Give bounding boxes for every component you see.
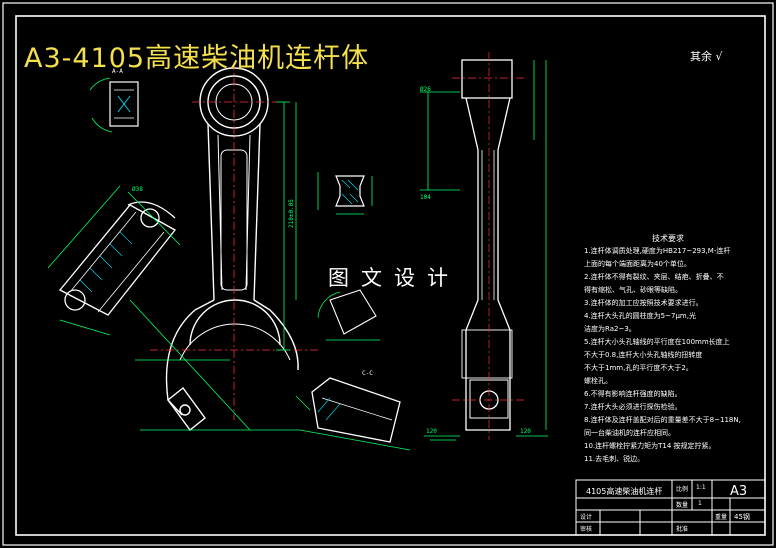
watermark-text: 图文设计 [328, 266, 460, 290]
dim-main-length: 210±0.05 [288, 199, 295, 228]
side-centerlines [452, 52, 526, 440]
i-section-view [335, 175, 365, 207]
tech-requirement-line: 7.连杆大头必须进行探伤检验。 [584, 403, 682, 411]
tech-requirement-line: 同一台柴油机的连杆应相同。 [584, 429, 675, 437]
dim-bottom-right: 120 [520, 428, 531, 435]
fragment-view [329, 289, 377, 335]
tech-requirement-line: 得有缩松、气孔、砂眼等缺陷。 [584, 286, 682, 294]
section-c-hatch [317, 397, 341, 421]
tech-requirement-line: 不大于0.8,连杆大小头孔轴线的扭转度 [584, 351, 703, 359]
tech-requirement-line: 10.连杆螺栓拧紧力矩为T14 按规定拧紧。 [584, 442, 716, 450]
tech-requirements-heading: 技术要求 [652, 234, 684, 243]
tech-requirement-line: 5.连杆大小头孔轴线的平行度在100mm长度上 [584, 338, 730, 346]
i-section-hatch [341, 179, 359, 205]
title-block-drawn-label: 设计 [580, 514, 593, 521]
section-c-view [311, 377, 401, 443]
title-block-scale-label: 比例 [676, 486, 689, 493]
title-block-material: 45钢 [734, 513, 750, 521]
inclined-hatch [79, 231, 133, 293]
tech-requirements-lines: 1.连杆体调质处理,硬度为HB217~293,M-连杆 上面的每个端面距离为40… [584, 245, 772, 466]
section-a-dims [89, 77, 113, 133]
title-block-sheet-size: A3 [730, 484, 748, 499]
dim-bottom-left: 120 [426, 428, 437, 435]
section-c-dims [295, 395, 411, 451]
tech-requirement-line: 6.不得有影响连杆强度的缺陷。 [584, 390, 682, 398]
dim-side-bottom: 104 [420, 194, 431, 201]
tech-requirement-line: 洁度为Ra2~3。 [584, 325, 636, 333]
inclined-view [58, 201, 176, 316]
title-block-part-name: 4105高速柴油机连杆 [586, 487, 663, 496]
dim-top-view-width: Ø38 [132, 186, 143, 193]
section-a-view [109, 81, 139, 127]
tech-requirement-line: 2.连杆体不得有裂纹、夹层、结疤、折叠、不 [584, 273, 724, 281]
tech-requirement-line: 1.连杆体调质处理,硬度为HB217~293,M-连杆 [584, 247, 731, 255]
view-label-section-a: A-A [112, 68, 123, 75]
main-dimensions [129, 101, 300, 431]
title-block-frame [575, 479, 766, 536]
title-block-qty-label: 数量 [676, 502, 689, 509]
tech-requirement-line: 3.连杆体的加工应按照技术要求进行。 [584, 299, 703, 307]
title-block-scale: 1:1 [696, 484, 706, 491]
inclined-dims [47, 185, 181, 336]
i-section-dims [317, 172, 373, 215]
title-block-weight-label: 重量 [715, 514, 728, 521]
inner-frame [15, 15, 766, 536]
dim-side-top: Ø26 [420, 86, 431, 93]
title-block-qty: 1 [698, 500, 702, 507]
title-block-approved-label: 批准 [676, 526, 689, 533]
tech-requirement-line: 上面的每个端面距离为40个单位。 [584, 260, 691, 268]
tech-requirement-line: 11.去毛刺、锐边。 [584, 455, 645, 463]
tech-requirement-line: 8.连杆体及连杆盖配对后的重量差不大于8~118N, [584, 416, 741, 424]
side-view [461, 59, 513, 431]
title-block-checked-label: 审核 [580, 526, 593, 533]
side-dims [420, 60, 548, 441]
fragment-dims [317, 291, 380, 341]
surface-finish-mark: 其余 √ [690, 50, 723, 63]
main-rod-view [165, 67, 299, 432]
tech-requirement-line: 4.连杆大头孔的圆柱度为5~7μm,光 [584, 312, 696, 320]
main-centerlines [150, 62, 320, 420]
tech-requirement-line: 螺栓孔。 [584, 377, 612, 385]
drawing-title: A3-4105高速柴油机连杆体 [24, 43, 370, 74]
tech-requirement-line: 不大于1mm,孔的平行度不大于2。 [584, 364, 693, 372]
view-label-section-c: C-C [362, 370, 373, 377]
tech-requirements: 技术要求 1.连杆体调质处理,硬度为HB217~293,M-连杆 上面的每个端面… [584, 232, 772, 466]
